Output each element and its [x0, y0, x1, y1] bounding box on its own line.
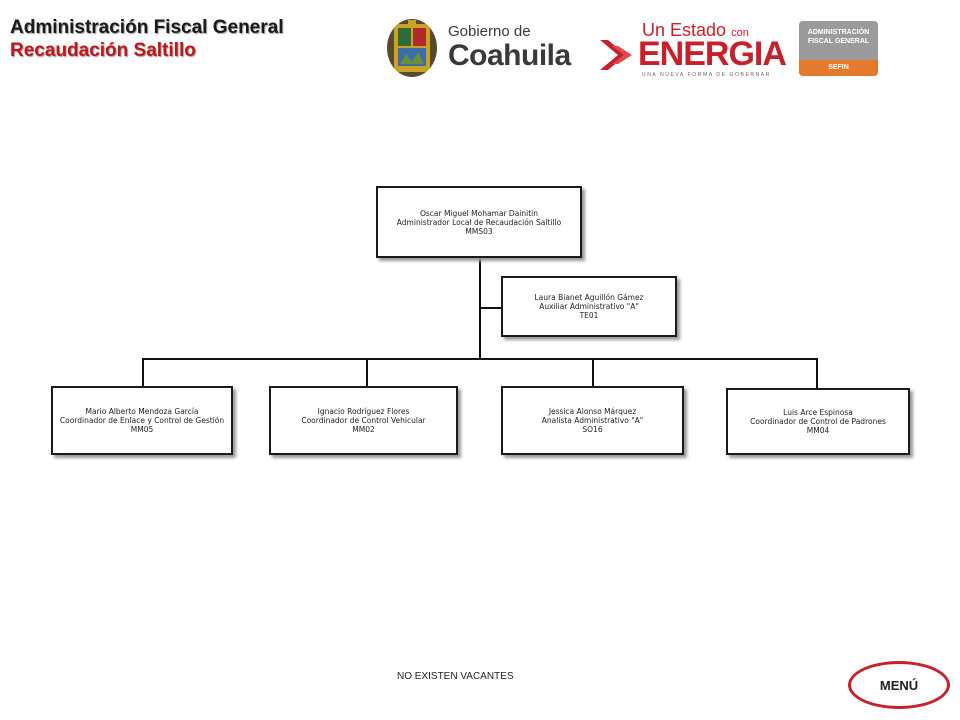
connector-child-2 — [366, 358, 368, 387]
node-role: Auxiliar Administrativo "A" — [539, 302, 639, 311]
node-code: MM02 — [352, 425, 375, 434]
node-code: SO16 — [582, 425, 603, 434]
afg-logo-text: ADMINISTRACIÓN FISCAL GENERAL — [799, 28, 878, 46]
connector-child-4 — [816, 358, 818, 389]
afg-line1: ADMINISTRACIÓN — [807, 29, 870, 36]
org-node-child-1: Mario Alberto Mendoza García Coordinador… — [51, 386, 233, 455]
node-role: Coordinador de Enlace y Control de Gesti… — [59, 416, 225, 425]
node-role: Coordinador de Control de Padrones — [750, 417, 886, 426]
gobierno-de-text: Gobierno de — [448, 23, 531, 40]
energia-top-text: Un Estado con — [642, 20, 749, 41]
node-role: Administrador Local de Recaudación Salti… — [396, 217, 562, 227]
node-role: Coordinador de Control Vehicular — [301, 416, 426, 425]
connector-assistant — [480, 307, 502, 309]
org-node-assistant: Laura Bianet Aguillón Gámez Auxiliar Adm… — [501, 276, 677, 337]
vacancies-note: NO EXISTEN VACANTES — [397, 671, 514, 682]
org-node-child-2: Ignacio Rodríguez Flores Coordinador de … — [269, 386, 458, 455]
page-title: Administración Fiscal General — [10, 17, 284, 38]
org-node-root: Oscar Miguel Mohamar Dainitin Administra… — [376, 186, 582, 258]
connector-child-1 — [142, 358, 144, 387]
gobierno-coahuila-logo: Gobierno de Coahuila — [448, 24, 571, 72]
org-node-child-3: Jessica Alonso Márquez Analista Administ… — [501, 386, 684, 455]
afg-line2: FISCAL GENERAL — [807, 38, 870, 45]
energia-con-text: con — [731, 27, 749, 39]
node-name: Ignacio Rodríguez Flores — [317, 407, 410, 416]
node-name: Jessica Alonso Márquez — [548, 407, 637, 416]
node-code: MM05 — [130, 425, 154, 434]
afg-sefin-bar: SEFIN — [799, 60, 878, 76]
energia-estado-text: Un Estado — [642, 20, 727, 40]
energia-logo: Un Estado con ENERGIA UNA NUEVA FORMA DE… — [598, 20, 787, 80]
node-role: Analista Administrativo "A" — [541, 416, 644, 425]
menu-button[interactable]: MENÚ — [848, 661, 950, 709]
node-name: Luis Arce Espinosa — [783, 408, 853, 417]
afg-logo: ADMINISTRACIÓN FISCAL GENERAL SEFIN — [799, 21, 878, 76]
connector-horizontal — [142, 358, 818, 360]
org-node-child-4: Luis Arce Espinosa Coordinador de Contro… — [726, 388, 910, 455]
energia-tagline: UNA NUEVA FORMA DE GOBERNAR — [642, 72, 771, 78]
connector-child-3 — [592, 358, 594, 387]
header-titles: Administración Fiscal General Recaudació… — [10, 16, 283, 62]
coahuila-text: Coahuila — [448, 39, 571, 72]
energia-chevron-icon — [600, 40, 632, 70]
coat-of-arms-logo — [387, 19, 437, 77]
node-code: TE01 — [579, 311, 599, 320]
page-subtitle: Recaudación Saltillo — [10, 40, 196, 61]
node-name: Laura Bianet Aguillón Gámez — [534, 293, 644, 302]
energia-big-text: ENERGIA — [638, 35, 787, 73]
node-name: Oscar Miguel Mohamar Dainitin — [420, 208, 538, 218]
node-name: Mario Alberto Mendoza García — [85, 407, 199, 416]
node-code: MM04 — [806, 426, 830, 435]
node-code: MMS03 — [465, 226, 493, 236]
